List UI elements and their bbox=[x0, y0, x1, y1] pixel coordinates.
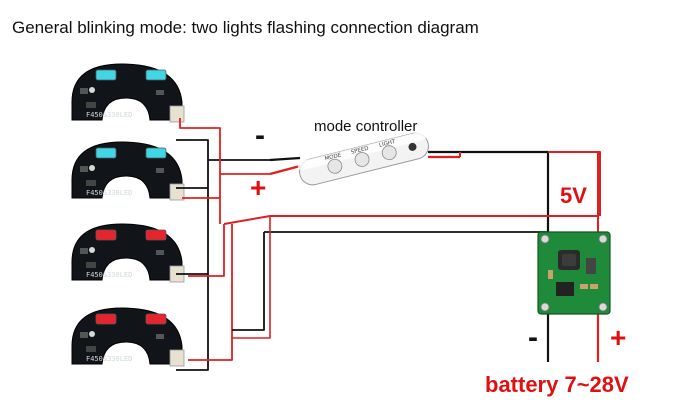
board-connector bbox=[169, 349, 185, 367]
mode-button bbox=[327, 158, 343, 174]
light-boards: F450&330LED F450&330LED F450&330LED F450&33… bbox=[71, 63, 185, 367]
led-right bbox=[145, 69, 167, 81]
controller-button-label-speed: SPEED bbox=[350, 146, 369, 156]
dc-dc-converter bbox=[537, 231, 611, 315]
led-left bbox=[95, 69, 117, 81]
board-positive-bus bbox=[179, 118, 270, 361]
led-right bbox=[145, 313, 167, 325]
mount-hole bbox=[89, 331, 95, 337]
battery-minus-sign: - bbox=[528, 321, 538, 354]
controller-input-wire-black bbox=[269, 156, 301, 162]
speed-button bbox=[354, 152, 370, 167]
negative-return-line bbox=[232, 231, 548, 331]
controller-label: mode controller bbox=[314, 118, 417, 135]
smd-component bbox=[86, 346, 96, 352]
controller-button-label-light: LIGHT bbox=[379, 139, 397, 149]
controller-plus-sign: + bbox=[250, 172, 266, 203]
led-board: F450&330LED bbox=[71, 223, 185, 283]
board-connector bbox=[169, 105, 185, 123]
mount-hole bbox=[89, 87, 95, 93]
board-connector bbox=[169, 183, 185, 201]
positive-5v-line bbox=[223, 152, 599, 232]
mount-hole bbox=[89, 165, 95, 171]
board-model-label: F450&330LED bbox=[86, 271, 132, 279]
controller-button-label-mode: MODE bbox=[324, 152, 342, 162]
board-feed-red-long bbox=[232, 216, 271, 339]
smd-component bbox=[86, 180, 96, 186]
smd-component bbox=[156, 250, 164, 255]
led-right bbox=[145, 147, 167, 159]
led-board: F450&330LED bbox=[71, 63, 185, 123]
mode-controller: mode controller MODE SPEED LIGHT bbox=[297, 118, 429, 186]
battery-label: battery 7~28V bbox=[485, 372, 629, 397]
smd-component bbox=[86, 102, 96, 108]
led-left bbox=[95, 229, 117, 241]
smd-component bbox=[156, 90, 164, 95]
smd-component bbox=[80, 88, 88, 94]
smd-component bbox=[156, 334, 164, 339]
board-negative-bus bbox=[176, 139, 270, 371]
page-title: General blinking mode: two lights flashi… bbox=[12, 18, 479, 37]
smd-component bbox=[80, 332, 88, 338]
board-model-label: F450&330LED bbox=[86, 355, 132, 363]
mount-hole bbox=[89, 247, 95, 253]
battery-plus-sign: + bbox=[610, 322, 626, 353]
controller-positive-feed bbox=[459, 151, 601, 216]
light-button bbox=[381, 145, 397, 161]
controller-output-wire-black bbox=[428, 150, 550, 232]
board-model-label: F450&330LED bbox=[86, 189, 132, 197]
output-voltage-label: 5V bbox=[560, 183, 587, 208]
controller-input-wire-red bbox=[269, 164, 301, 176]
led-left bbox=[95, 313, 117, 325]
controller-led-indicator bbox=[408, 142, 417, 151]
smd-component bbox=[80, 248, 88, 254]
led-board: F450&330LED bbox=[71, 307, 185, 367]
smd-component bbox=[80, 166, 88, 172]
led-left bbox=[95, 147, 117, 159]
led-board: F450&330LED bbox=[71, 141, 185, 201]
smd-component bbox=[156, 168, 164, 173]
led-right bbox=[145, 229, 167, 241]
controller-minus-sign: - bbox=[255, 119, 265, 152]
board-model-label: F450&330LED bbox=[86, 111, 132, 119]
smd-component bbox=[86, 262, 96, 268]
